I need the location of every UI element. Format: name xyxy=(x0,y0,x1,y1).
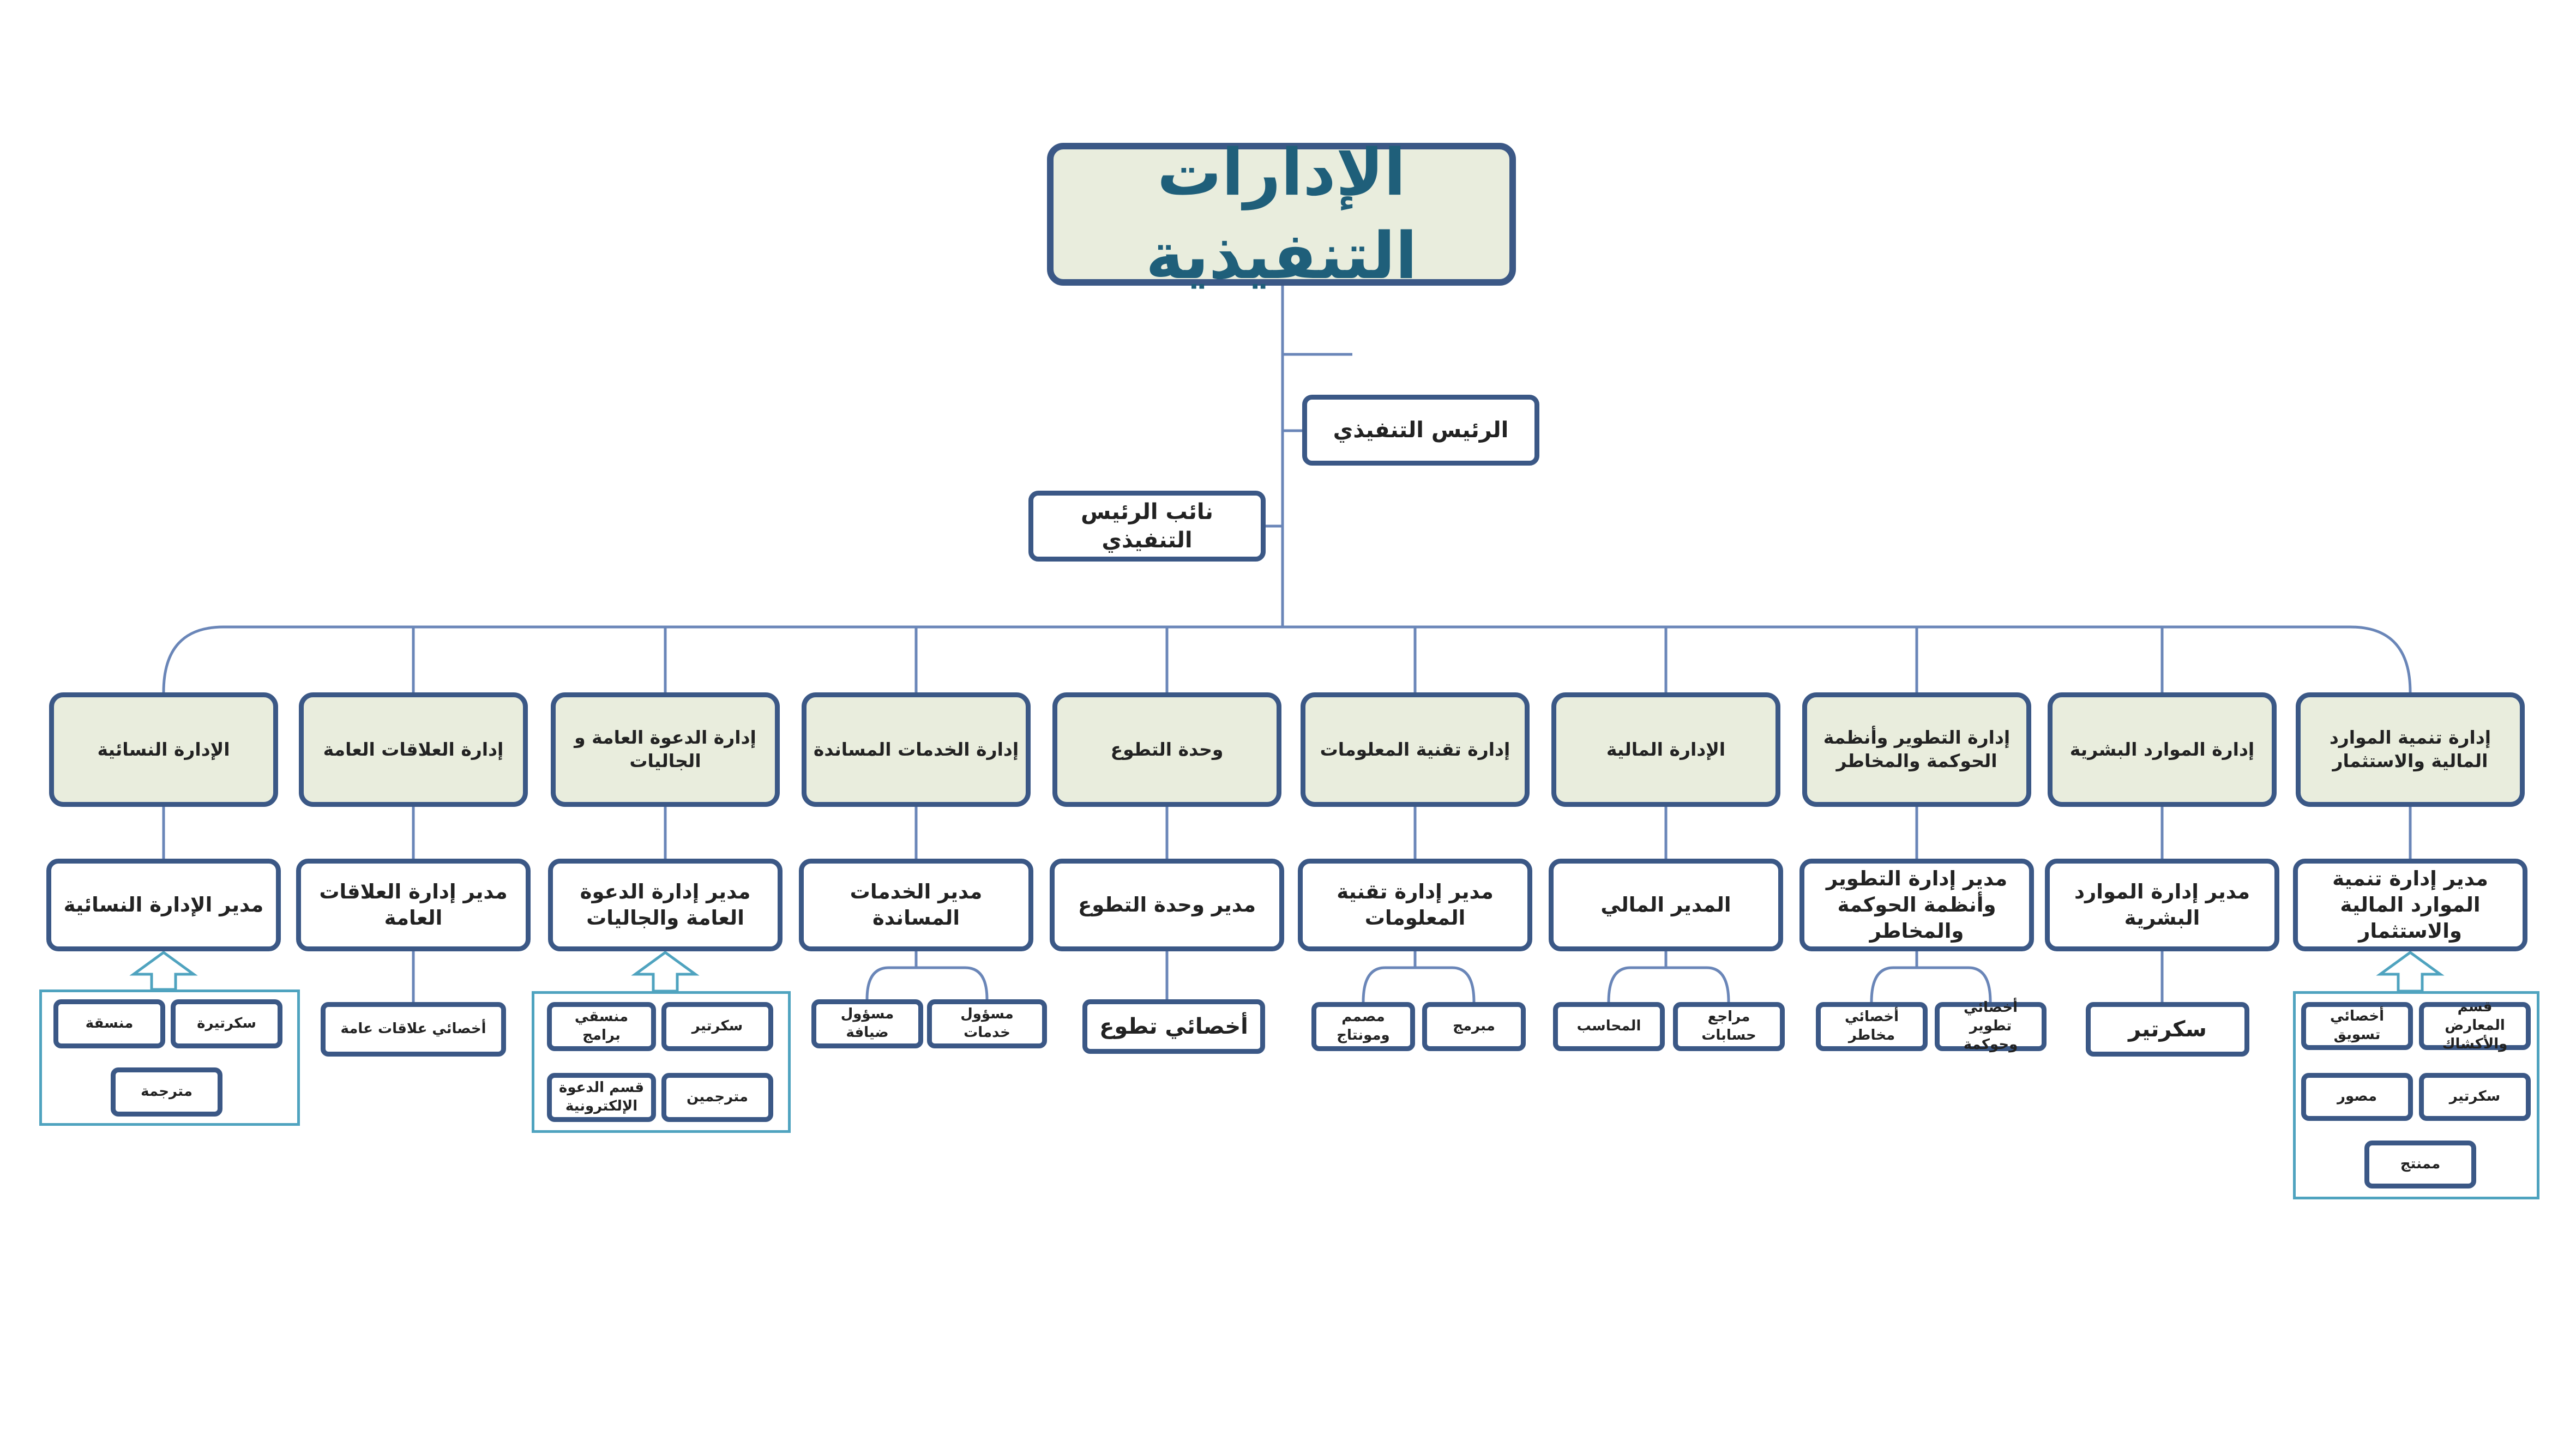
dept-women: الإدارة النسائية xyxy=(49,692,278,807)
staff-bracket xyxy=(1607,951,1730,1003)
staff-box: أخصائي تطوير وحوكمة xyxy=(1935,999,2047,1053)
staff-box: مبرمج xyxy=(1422,1002,1526,1051)
manager-financial-resources-investment: مدير إدارة تنمية الموارد المالية والاستث… xyxy=(2293,859,2527,951)
dept-volunteering-unit: وحدة التطوع xyxy=(1052,692,1281,807)
staff-box: مصور xyxy=(2301,1073,2413,1121)
manager-information-technology: مدير إدارة تقنية المعلومات xyxy=(1298,859,1532,951)
staff-box: سكرتير xyxy=(2419,1073,2531,1121)
staff-box: مراجع حسابات xyxy=(1673,1002,1785,1051)
staff-box: ممنتج xyxy=(2364,1141,2476,1188)
manager-finance: المدير المالي xyxy=(1549,859,1783,951)
chart-title: الإدارات التنفيذية xyxy=(1047,135,1516,293)
staff-box: منسقة xyxy=(53,999,165,1048)
dept-human-resources: إدارة الموارد البشرية xyxy=(2048,692,2277,807)
manager-dawah-communities: مدير إدارة الدعوة العامة والجاليات xyxy=(548,859,783,951)
dept-dawah-communities: إدارة الدعوة العامة و الجاليات xyxy=(551,692,780,807)
manager-public-relations: مدير إدارة العلاقات العامة xyxy=(296,859,531,951)
staff-box: منسقي برامج xyxy=(547,1002,656,1051)
staff-bracket xyxy=(865,951,989,1000)
up-arrow-icon xyxy=(2376,950,2445,993)
staff-box: مترجمين xyxy=(661,1073,773,1122)
dept-support-services: إدارة الخدمات المساندة xyxy=(802,692,1031,807)
manager-human-resources: مدير إدارة الموارد البشرية xyxy=(2045,859,2279,951)
staff-box: أخصائي مخاطر xyxy=(1816,1002,1928,1051)
staff-box: قسم الدعوة الإلكترونية xyxy=(547,1073,656,1122)
staff-box: المحاسب xyxy=(1553,1002,1665,1051)
staff-box: مسؤول ضيافة xyxy=(811,999,923,1048)
dept-information-technology: إدارة تقنية المعلومات xyxy=(1301,692,1530,807)
staff-bracket xyxy=(1870,951,1992,1003)
staff-group-frame-women xyxy=(39,990,300,1126)
deputy-ceo-box: نائب الرئيس التنفيذي xyxy=(1028,491,1266,562)
manager-support-services: مدير الخدمات المساندة xyxy=(799,859,1033,951)
staff-box: أخصائي تطوع xyxy=(1082,999,1265,1054)
staff-box: أخصائي تسويق xyxy=(2301,1002,2413,1050)
manager-women: مدير الإدارة النسائية xyxy=(46,859,281,951)
staff-bracket xyxy=(1362,951,1476,1003)
dept-finance: الإدارة المالية xyxy=(1551,692,1780,807)
dept-financial-resources-investment: إدارة تنمية الموارد المالية والاستثمار xyxy=(2296,692,2525,807)
staff-box: مصمم ومونتاج xyxy=(1311,1002,1415,1051)
staff-box: سكرتيرة xyxy=(171,999,282,1048)
up-arrow-icon xyxy=(631,950,700,993)
staff-group-frame-financial xyxy=(2293,991,2539,1199)
staff-box: سكرتير xyxy=(2086,1002,2249,1057)
up-arrow-icon xyxy=(129,950,198,991)
dept-development-governance-risk: إدارة التطوير وأنظمة الحوكمة والمخاطر xyxy=(1802,692,2031,807)
dept-public-relations: إدارة العلاقات العامة xyxy=(299,692,528,807)
staff-group-frame-dawah xyxy=(532,991,791,1133)
manager-development-governance-risk: مدير إدارة التطوير وأنظمة الحوكمة والمخا… xyxy=(1799,859,2034,951)
staff-box: أخصائي علاقات عامة xyxy=(321,1002,506,1057)
manager-volunteering-unit: مدير وحدة التطوع xyxy=(1050,859,1284,951)
staff-box: قسم المعارض والأكشاك xyxy=(2419,999,2531,1052)
staff-box: مترجمة xyxy=(111,1067,222,1117)
staff-box: سكرتير xyxy=(661,1002,773,1051)
staff-box: مسؤول خدمات xyxy=(927,999,1047,1048)
ceo-box: الرئيس التنفيذي xyxy=(1302,395,1539,466)
department-bus-line xyxy=(162,625,2412,693)
